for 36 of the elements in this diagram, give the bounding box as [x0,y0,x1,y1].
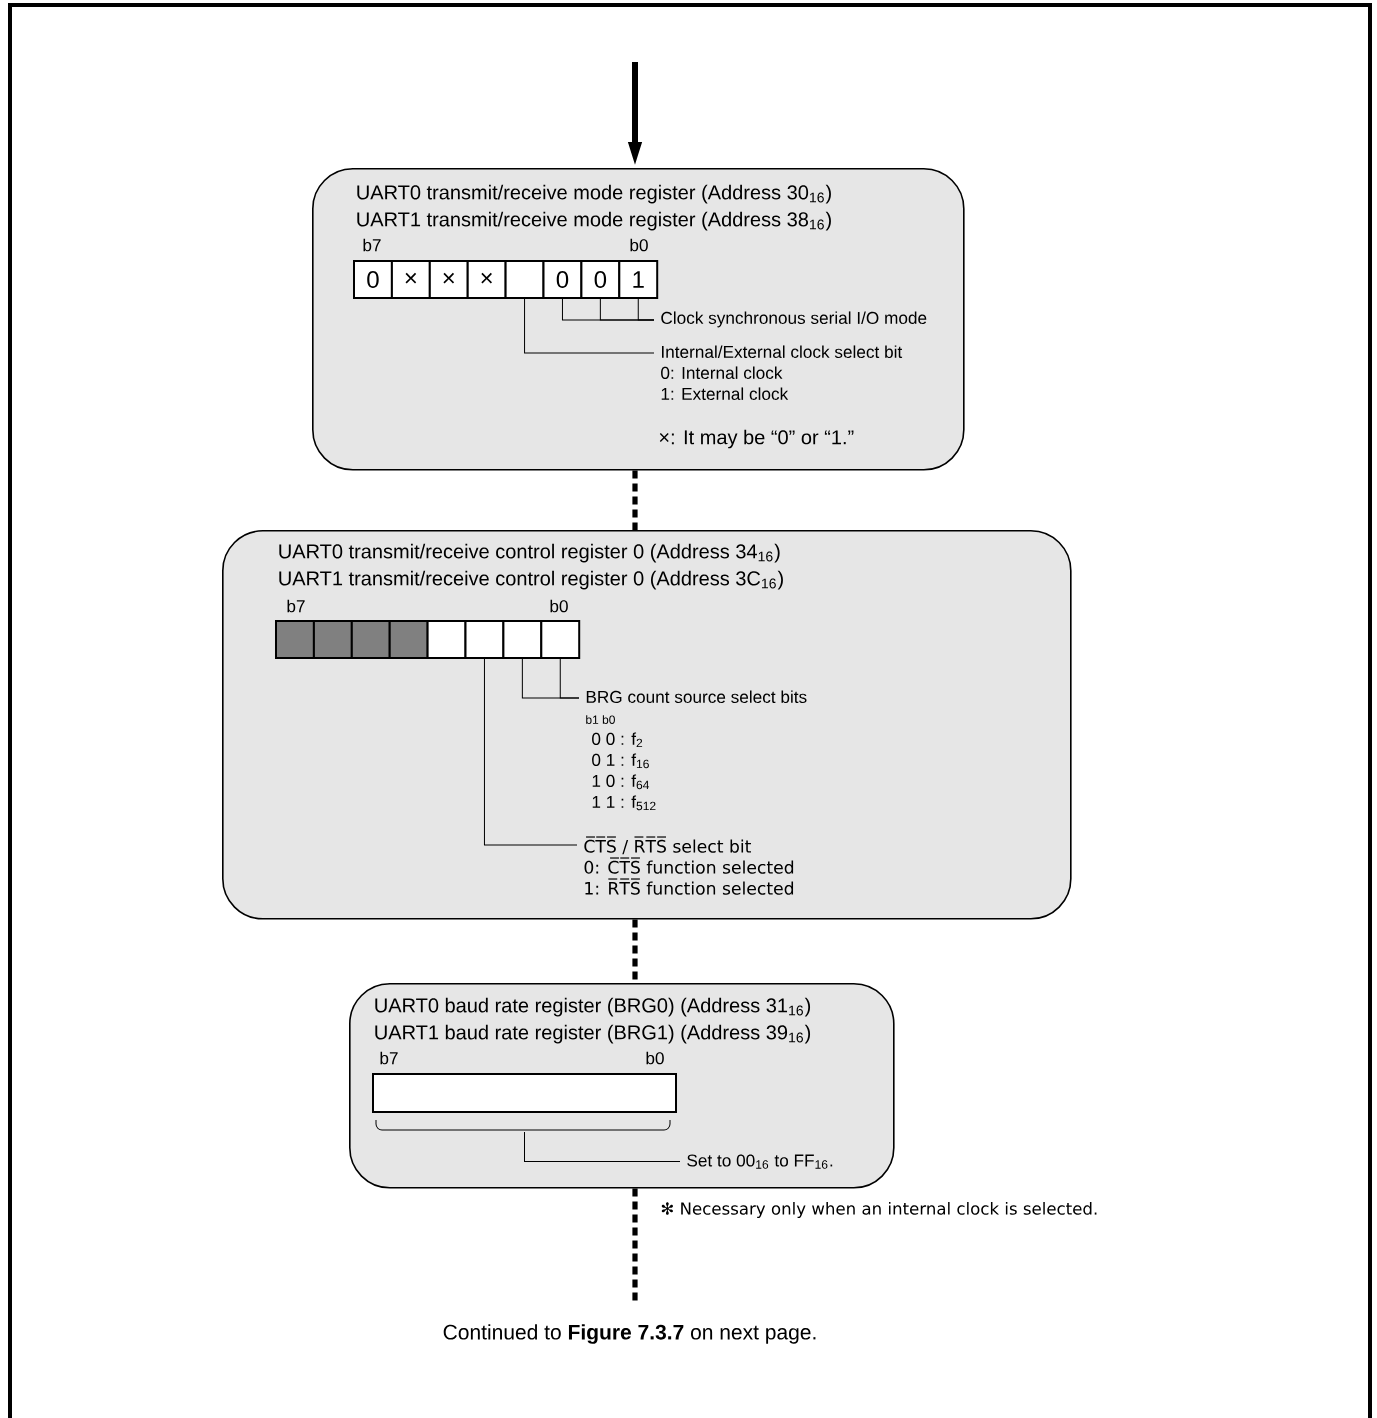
leader-line [637,298,655,321]
bit-cell: × [428,260,469,299]
bit-label: b7 [363,238,381,252]
description-text: BRG count source select bits b1 b0 0 0 : f$_{2}$ 0 1 : f$_{16}$ 1 0 : f$_{64}$ 1 1 : f$_{512}$ [586,690,807,811]
bit-cell: × [390,260,431,299]
description-text: Set to 00$_{16}$ to FF$_{16}$. [687,1154,833,1169]
bit-cell: × [466,260,507,299]
dashed-line [632,470,638,530]
note-text: ✻ Necessary only when an internal clock is selected. [661,1202,1097,1219]
bit-label: b0 [550,599,568,613]
bit-cell [464,620,505,659]
leader-line [483,658,578,846]
leader-line [559,658,580,699]
bit-cell: 0 [580,260,621,299]
bit-cell [502,620,543,659]
bit-label: b7 [287,599,305,613]
note-text: ×: It may be “0” or “1.” [659,429,854,449]
bit-cell [312,620,353,659]
caption: Continued to Figure 7.3.7 on next page. [443,1324,816,1344]
bit-cell [388,620,429,659]
register-box [372,1073,677,1113]
bit-cell: 1 [618,260,659,299]
bit-cell: 0 [542,260,583,299]
description-text: Internal/External clock select bit 0: Internal clock 1: External clock [661,345,903,400]
bit-cell [540,620,581,659]
description-text: Clock synchronous serial I/O mode [661,311,927,328]
bit-cell [275,620,315,659]
bit-cell: 0 [353,260,393,299]
leader-line [524,298,655,354]
dashed-line [632,919,638,983]
bit-label: b0 [630,238,648,252]
description-text: C̅T̅S̅ / R̅T̅S̅ select bit 0: C̅T̅S̅ function selected 1: R̅T̅S̅ function selected [584,836,794,895]
bit-cell [350,620,391,659]
dashed-line [632,1188,638,1302]
bit-cell [504,260,545,299]
bit-cell [426,620,467,659]
